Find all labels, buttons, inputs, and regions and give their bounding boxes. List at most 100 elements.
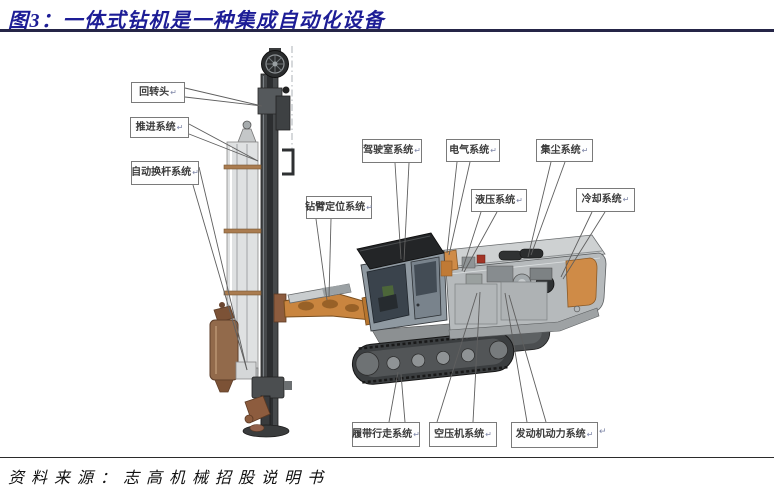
figure-source: 资料来源：志高机械招股说明书 [8,470,331,487]
deck-component-4 [529,267,553,281]
door-handle [416,303,420,307]
idler-wheel [489,340,509,360]
lead-crawler-b [400,373,406,423]
cab-console [378,294,398,312]
callout-label: 推进系统 [135,121,176,133]
lead-arm-positioning-b [328,218,332,298]
carousel-knob [242,120,252,130]
paragraph-mark: ↵ [586,430,594,439]
callout-crawler-travel-system: 履带行走系统↵ [352,422,420,447]
lead-crawler-a [388,371,399,423]
lead-feed-a [188,123,259,162]
lead-rotary-head-b [184,96,263,107]
canister-body [209,319,239,381]
lead-engine-b [508,294,547,423]
callout-cooling-system: 冷却系统↵ [576,188,635,212]
callout-rotary-head: 回转头↵ [131,82,185,103]
lead-dust-b [530,161,566,256]
lead-cab-a [394,162,402,260]
air-cleaner-drum-1 [498,250,523,261]
deck-component-2 [486,265,514,283]
drill-foot [235,361,292,438]
callout-label: 履带行走系统 [352,428,413,440]
lead-dust-a [527,161,552,258]
callout-cab-system: 驾驶室系统↵ [362,139,422,163]
boom-hole-1 [298,301,314,311]
cab-door-window [414,261,437,296]
paragraph-mark: ↵ [485,429,492,439]
lead-electrical-b [448,161,471,256]
canister-knob [219,302,225,308]
callout-label: 钻臂定位系统 [305,201,366,213]
boom-hole-3 [345,304,359,312]
callout-electrical-system: 电气系统↵ [446,139,500,162]
track-grousers-bottom [362,365,510,384]
rotary-head-motor [275,95,291,131]
lead-engine-a [504,292,528,423]
callout-air-compressor-system: 空压机系统↵ [429,422,497,447]
canister [209,302,239,393]
lead-arm-positioning-a [315,218,328,301]
mast-bracket [282,148,295,176]
title-separator-line [0,29,774,32]
callout-label: 自动换杆系统 [131,167,192,178]
callout-label: 集尘系统 [540,144,581,156]
paragraph-mark: ↵ [366,202,373,212]
foot-hub [249,424,265,432]
side-door-2 [500,281,548,321]
road-wheel-2 [411,353,426,368]
foot-plate [242,424,290,438]
callout-label: 发动机动力系统 [515,429,586,440]
lead-rod-change-a [198,166,248,371]
lead-rotary-head-a [184,87,263,107]
rod-clamp-2 [223,228,262,234]
lead-cooling-b [562,211,606,280]
callout-label: 液压系统 [475,194,516,206]
stray-paragraph-mark: ↵ [599,426,607,436]
carousel-cone [237,128,257,143]
lead-feed-b [188,133,259,162]
lead-hydraulic-b [463,211,498,273]
callout-label: 电气系统 [449,144,490,156]
callout-engine-power-system: 发动机动力系统↵ [511,422,598,448]
body-skirt [448,307,600,340]
canister-cap [213,305,235,323]
paragraph-mark: ↵ [581,145,589,155]
callout-drill-arm-positioning-system: 钻臂定位系统↵ [305,196,373,219]
callout-label: 冷却系统 [581,194,622,205]
drive-sprocket [355,351,380,376]
lower-cylinder [235,361,257,380]
mast-rail [267,74,273,432]
paragraph-mark: ↵ [413,429,420,439]
lead-electrical-a [446,161,458,254]
lead-compressor-b [472,291,481,423]
callout-lines [184,87,606,423]
front-track [351,331,515,385]
callout-dust-collection-system: 集尘系统↵ [536,139,593,162]
figure-title: 图3：一体式钻机是一种集成自动化设备 [8,10,385,32]
rear-panel-dot [573,305,581,313]
mast-assembly [209,48,295,438]
deck-component-1 [461,256,476,269]
cab-roof-edge [359,235,431,252]
callout-feed-system: 推进系统↵ [130,117,189,138]
paragraph-mark: ↵ [176,122,184,132]
boom-hole-2 [322,299,338,309]
lead-cab-b [403,162,410,262]
red-component [476,254,486,264]
paragraph-mark: ↵ [414,146,421,155]
road-wheel-3 [436,350,450,365]
wheel-hub [272,61,278,67]
road-wheel-1 [386,356,401,370]
lead-compressor-a [436,292,478,423]
paragraph-mark: ↵ [516,195,523,205]
machine-body [435,234,607,340]
canister-taper [214,379,234,393]
gearbox-tab [284,381,292,390]
callout-hydraulic-system: 液压系统↵ [471,189,527,212]
side-door-1 [454,283,498,325]
lead-rod-change-b [192,184,248,371]
callout-label: 驾驶室系统 [363,145,414,156]
